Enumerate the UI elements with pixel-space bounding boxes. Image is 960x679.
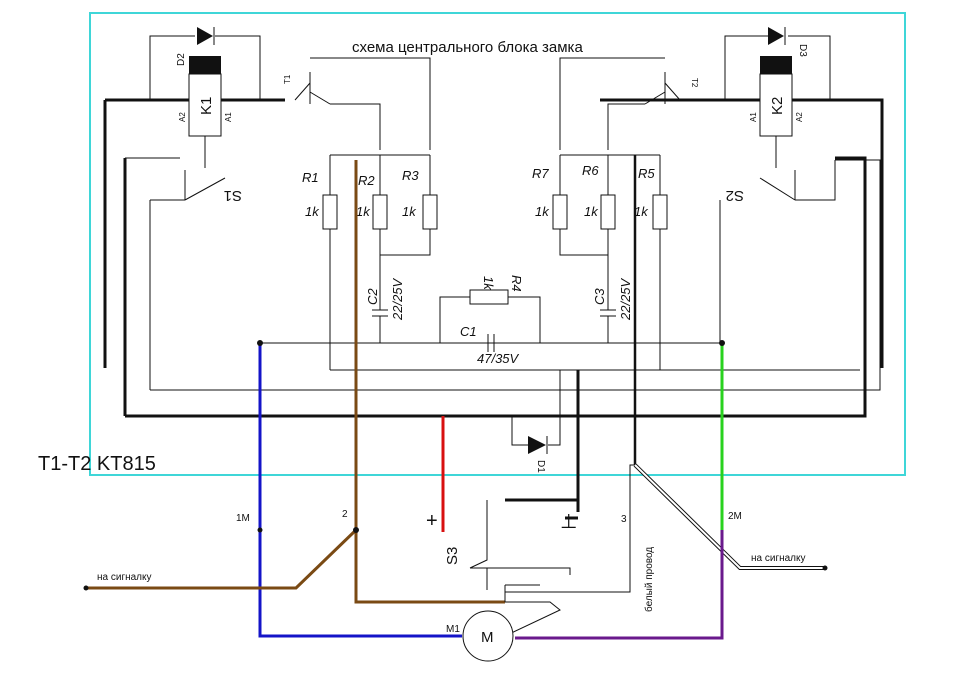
transistor-note: T1-T2 KT815 bbox=[38, 453, 156, 475]
relay-k2-label: K2 bbox=[769, 97, 786, 115]
resistor-r6-label: R6 bbox=[582, 163, 599, 178]
resistor-r4 bbox=[469, 289, 509, 305]
center-timing-block: R4 1k C1 47/35V D1 bbox=[125, 156, 881, 473]
resistor-r1-label: R1 bbox=[302, 170, 319, 185]
resistor-r3-value: 1k bbox=[402, 204, 417, 219]
switch-s1 bbox=[125, 157, 226, 390]
resistor-r1 bbox=[322, 194, 338, 230]
right-alarm-label: на сигналку bbox=[751, 553, 806, 564]
transistor-t1 bbox=[294, 57, 431, 150]
diode-d3 bbox=[768, 27, 784, 45]
switch-s3 bbox=[469, 500, 571, 637]
terminal-1m-label: 1M bbox=[236, 513, 250, 524]
switch-s1-label: S1 bbox=[224, 187, 242, 204]
resistor-r2 bbox=[372, 194, 388, 230]
diode-d2 bbox=[197, 27, 213, 45]
resistor-r6-value: 1k bbox=[584, 204, 599, 219]
transistor-t1-label: T1 bbox=[283, 74, 292, 84]
resistor-r3-label: R3 bbox=[402, 168, 419, 183]
resistor-r7 bbox=[552, 194, 568, 230]
left-relay-block: D2 K1 A2 A1 S1 T1 R1 R2 R3 1k 1 bbox=[103, 27, 438, 416]
wire-brown-alarm bbox=[86, 528, 358, 590]
left-alarm-label: на сигналку bbox=[97, 572, 152, 583]
wire-brown-2 bbox=[354, 160, 505, 604]
resistor-r5-label: R5 bbox=[638, 166, 655, 181]
motor-m1 bbox=[462, 610, 514, 662]
transistor-t2 bbox=[559, 57, 681, 150]
resistor-r5 bbox=[652, 194, 668, 230]
motor-m1-label: M1 bbox=[446, 624, 460, 635]
capacitor-c2-label: C2 bbox=[365, 288, 380, 305]
wire-blue-1m bbox=[258, 343, 462, 638]
right-relay-block: D3 K2 A1 A2 S2 T2 R7 R6 R5 1k 1k 1k bbox=[532, 27, 884, 370]
switch-s2-label: S2 bbox=[726, 187, 744, 204]
capacitor-c1-value: 47/35V bbox=[477, 351, 520, 366]
diode-d1 bbox=[528, 436, 546, 454]
resistor-r2-label: R2 bbox=[358, 173, 375, 188]
relay-k1 bbox=[188, 73, 222, 137]
schematic-title: схема центрального блока замка bbox=[352, 39, 583, 56]
relay-k1-a2: A2 bbox=[178, 112, 187, 122]
terminal-3-label: 3 bbox=[621, 514, 627, 525]
resistor-r4-label: R4 bbox=[509, 275, 524, 292]
relay-k2-a1: A1 bbox=[749, 112, 758, 122]
terminal-plus-label: + bbox=[426, 510, 438, 532]
capacitor-c3-label: C3 bbox=[592, 288, 607, 305]
resistor-r2-value: 1k bbox=[356, 204, 371, 219]
control-unit-frame bbox=[89, 12, 906, 476]
terminal-2m-label: 2M bbox=[728, 511, 742, 522]
resistor-r4-value: 1k bbox=[481, 276, 496, 291]
white-wire-label: белый провод bbox=[643, 547, 655, 612]
relay-k1-a1: A1 bbox=[224, 112, 233, 122]
capacitor-c1-label: C1 bbox=[460, 324, 477, 339]
wire-purple bbox=[515, 530, 724, 640]
terminal-2-label: 2 bbox=[342, 509, 348, 520]
transistor-t2-label: T2 bbox=[690, 78, 699, 88]
switch-s2 bbox=[719, 160, 836, 343]
resistor-r3 bbox=[422, 194, 438, 230]
resistor-r6 bbox=[600, 194, 616, 230]
diode-d3-label: D3 bbox=[797, 44, 808, 57]
terminal-ground-label: ⊥ bbox=[560, 511, 577, 533]
relay-k2-marker bbox=[760, 56, 792, 74]
resistor-r7-label: R7 bbox=[532, 166, 549, 181]
diode-d1-label: D1 bbox=[535, 460, 546, 473]
motor-m1-symbol: M bbox=[481, 629, 494, 646]
relay-k1-label: K1 bbox=[198, 97, 215, 115]
resistor-r5-value: 1k bbox=[634, 204, 649, 219]
switch-s3-label: S3 bbox=[444, 547, 461, 565]
diode-d2-label: D2 bbox=[176, 53, 187, 66]
resistor-r1-value: 1k bbox=[305, 204, 320, 219]
capacitor-c2-value: 22/25V bbox=[390, 277, 405, 321]
relay-k2 bbox=[759, 73, 793, 137]
relay-k1-marker bbox=[189, 56, 221, 74]
relay-k2-a2: A2 bbox=[795, 112, 804, 122]
capacitor-c3-value: 22/25V bbox=[618, 277, 633, 321]
resistor-r7-value: 1k bbox=[535, 204, 550, 219]
